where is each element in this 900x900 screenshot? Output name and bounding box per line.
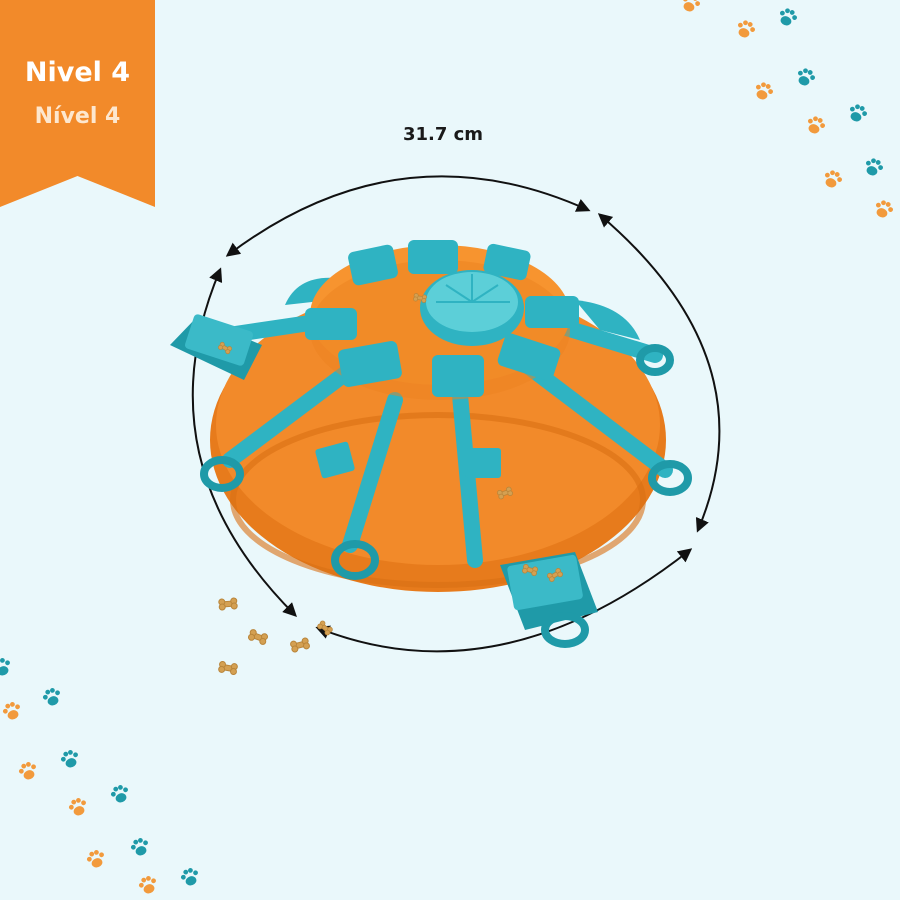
bottom-drawer bbox=[500, 552, 598, 648]
dimension-label: 31.7 cm bbox=[402, 124, 484, 145]
left-drawer bbox=[170, 314, 262, 380]
level-badge: Nivel 4 Nível 4 bbox=[0, 0, 155, 207]
bottom-arc-arrow bbox=[315, 548, 693, 653]
paw-trail-top-right bbox=[679, 0, 896, 221]
top-arc-arrow bbox=[225, 175, 591, 257]
level-badge-subtitle: Nível 4 bbox=[34, 104, 121, 129]
paw-trail-bottom-left bbox=[0, 655, 202, 896]
puzzle-feeder-toy bbox=[170, 240, 692, 648]
right-arc-arrow bbox=[597, 213, 721, 533]
level-badge-title: Nivel 4 bbox=[24, 57, 131, 88]
